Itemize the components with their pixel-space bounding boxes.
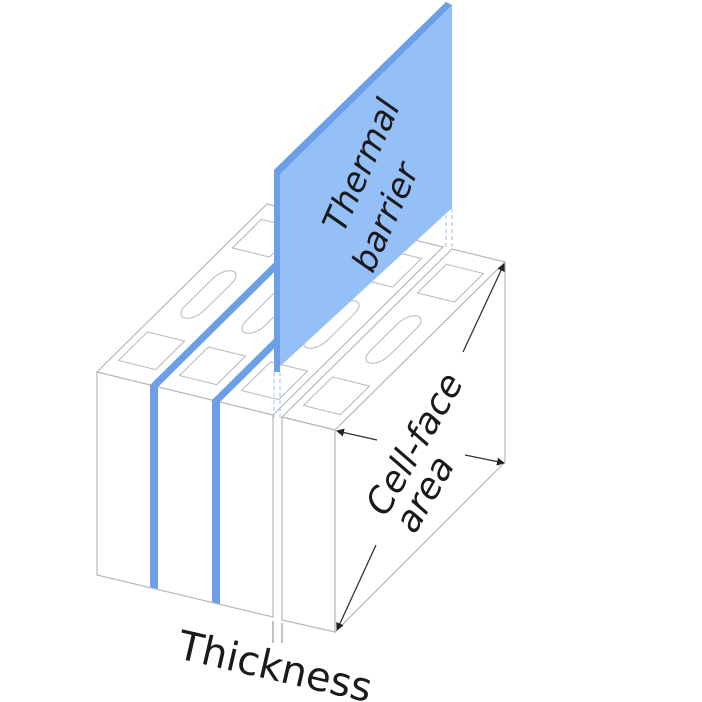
arrow-down (336, 544, 377, 631)
terminal-icon (242, 362, 308, 400)
cell-top-details-4 (304, 264, 484, 414)
cell-face-arrows (336, 263, 505, 631)
stack-front-face (96, 371, 274, 618)
thickness-label: Thickness (172, 622, 376, 702)
right-cell (280, 248, 507, 634)
vent-icon (175, 269, 242, 321)
terminal-icon (304, 377, 370, 415)
separator-stripe-2-front (212, 400, 220, 604)
vent-icon (360, 314, 427, 366)
thickness-ticks (272, 621, 283, 643)
arrow-left (336, 428, 378, 441)
terminal-icon (180, 347, 246, 385)
terminal-icon (119, 332, 185, 370)
arrow-right (464, 454, 505, 466)
separator-stripe-1-front (150, 385, 158, 589)
arrow-up (462, 263, 505, 353)
right-cell-front-face (281, 416, 336, 633)
right-cell-face-area (334, 260, 506, 634)
terminal-icon (417, 264, 483, 302)
barrier-guides (273, 208, 453, 418)
barrier-face (274, 2, 452, 372)
